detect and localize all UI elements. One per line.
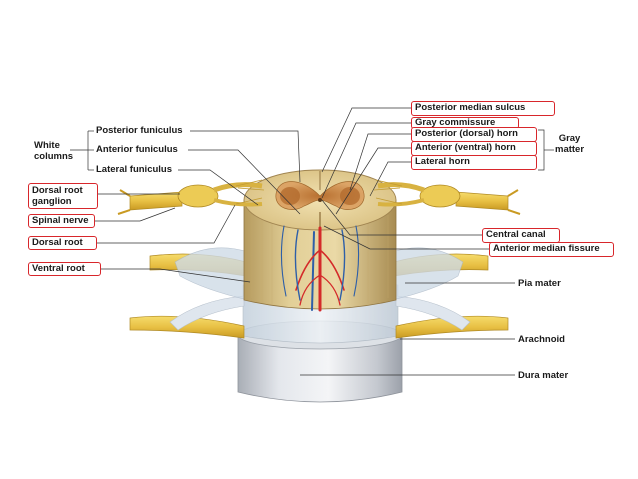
label-posterior-dorsal-horn: Posterior (dorsal) horn	[411, 127, 537, 142]
label-central-canal: Central canal	[482, 228, 560, 243]
label-pia-mater: Pia mater	[518, 278, 561, 289]
leader-lines	[70, 107, 554, 376]
label-spinal-nerve: Spinal nerve	[28, 214, 95, 228]
blood-vessels	[280, 225, 360, 312]
lower-nerve-roots	[129, 295, 509, 339]
label-lateral-horn: Lateral horn	[411, 155, 537, 170]
label-ventral-root: Ventral root	[28, 262, 101, 276]
label-anterior-median-fissure: Anterior median fissure	[489, 242, 614, 257]
label-dura-mater: Dura mater	[518, 370, 569, 381]
label-dorsal-root: Dorsal root	[28, 236, 97, 250]
middle-nerve-roots	[149, 247, 489, 301]
label-gray-matter: Gray matter	[555, 133, 585, 155]
label-lateral-funiculus: Lateral funiculus	[96, 164, 173, 175]
label-posterior-median-sulcus: Posterior median sulcus	[411, 101, 555, 116]
upper-nerve-roots	[117, 179, 521, 215]
label-anterior-funiculus: Anterior funiculus	[96, 144, 178, 155]
label-arachnoid: Arachnoid	[518, 334, 565, 345]
label-posterior-funiculus: Posterior funiculus	[96, 125, 183, 136]
label-dorsal-root-ganglion: Dorsal root ganglion	[28, 183, 98, 209]
label-white-columns: White columns	[34, 140, 74, 162]
label-anterior-ventral-horn: Anterior (ventral) horn	[411, 141, 537, 156]
